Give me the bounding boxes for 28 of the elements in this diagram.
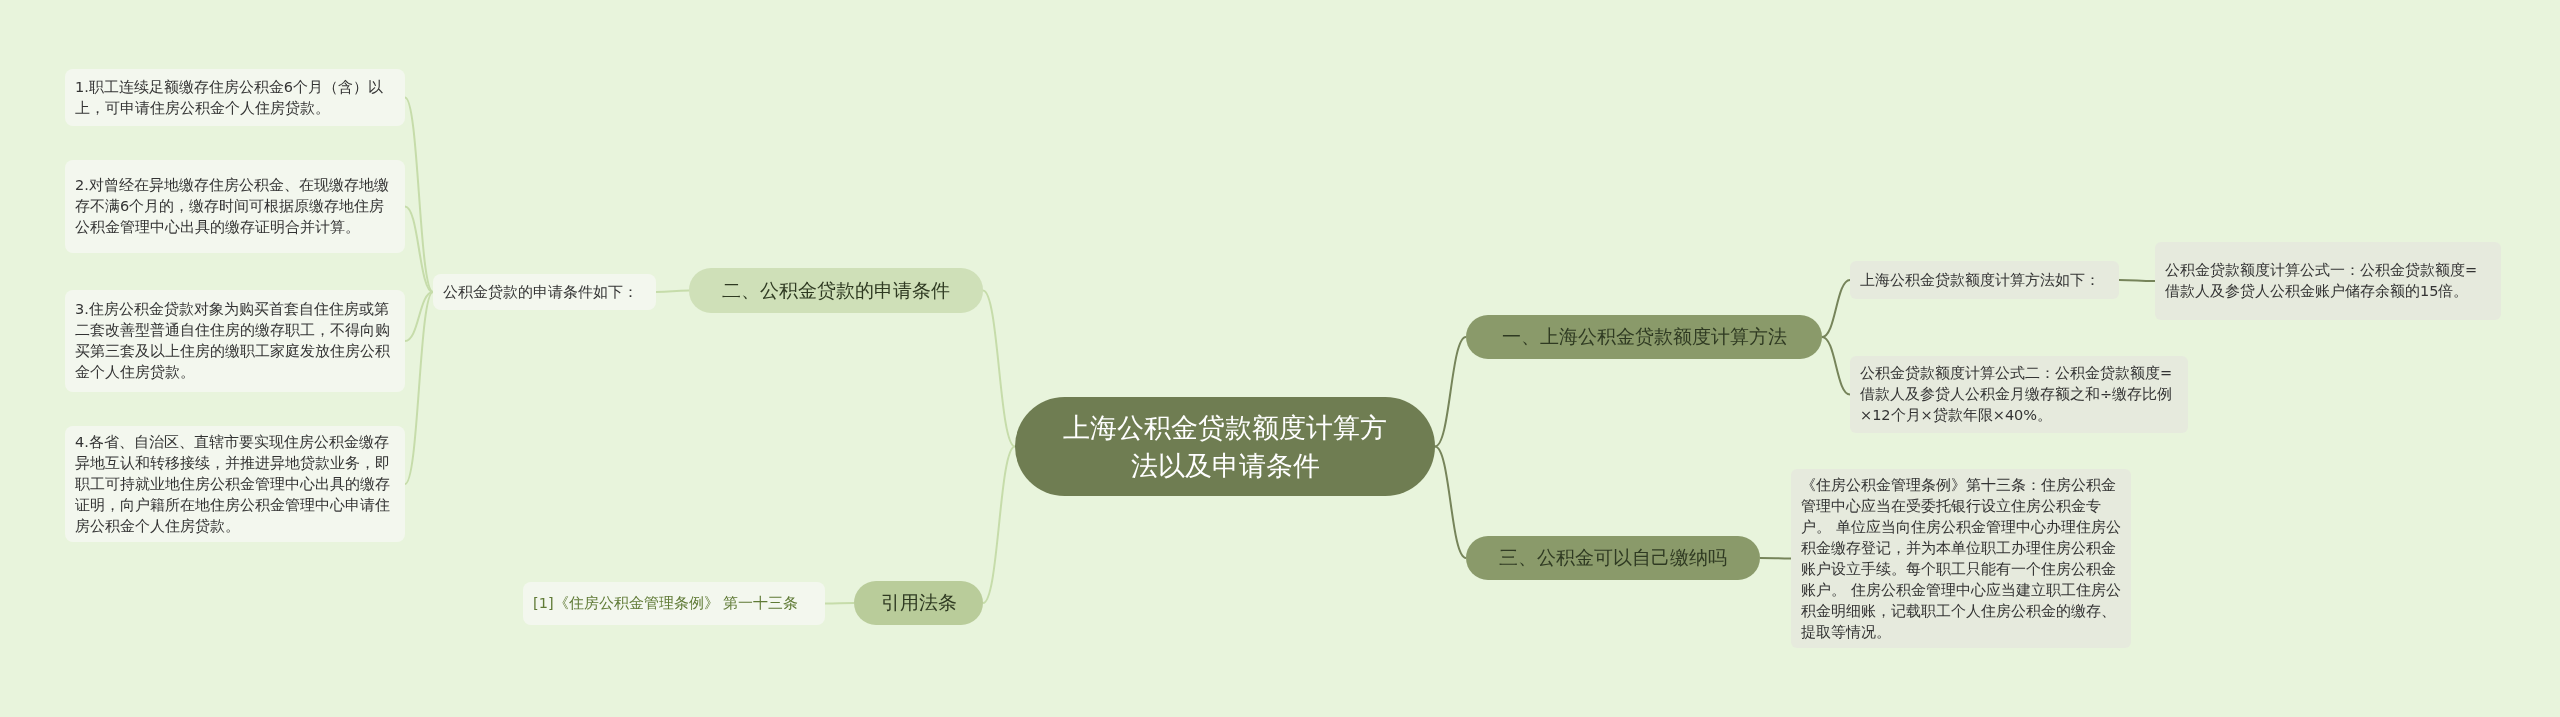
text-card: 4.各省、自治区、直辖市要实现住房公积金缴存异地互认和转移接续，并推进异地贷款业务，即职工可持就业地住房公积金管理中心出具的缴存证明，向户籍所在地住房公积金管理中心申请住房公积金个人住房贷款。 [65, 426, 405, 542]
text-card: 公积金贷款额度计算公式一：公积金贷款额度=借款人及参贷人公积金账户储存余额的15倍。 [2155, 242, 2501, 320]
connector-line [982, 445, 1016, 604]
connector-line [982, 289, 1016, 448]
connector-line [824, 602, 855, 605]
topic-box: 三、公积金可以自己缴纳吗 [1466, 536, 1760, 580]
topic-box: 一、上海公积金贷款额度计算方法 [1466, 315, 1822, 359]
connector-line [1434, 445, 1467, 559]
connector-line [655, 289, 690, 293]
text-card: 3.住房公积金贷款对象为购买首套自住住房或第二套改善型普通自住住房的缴存职工，不得向购买第三套及以上住房的缴职工家庭发放住房公积金个人住房贷款。 [65, 290, 405, 392]
topic-box: 引用法条 [854, 581, 983, 625]
connector-line [1821, 279, 1851, 338]
text-card: 1.职工连续足额缴存住房公积金6个月（含）以上，可申请住房公积金个人住房贷款。 [65, 69, 405, 126]
connector-line [404, 291, 434, 342]
connector-line [404, 291, 434, 485]
connector-line [1759, 557, 1792, 560]
connector-line [404, 205, 434, 293]
connector-line [1821, 336, 1851, 396]
topic-box: 二、公积金贷款的申请条件 [689, 268, 983, 313]
text-card: 《住房公积金管理条例》第十三条：住房公积金管理中心应当在受委托银行设立住房公积金专户。 单位应当向住房公积金管理中心办理住房公积金缴存登记，并为本单位职工办理住房公积金账户设立手续。每个职工只能有一个住房公积金账户。 住房公积金管理中心应当建立职工住房公积金明细账，记载职工个人住房公积金的缴存、提取等情况。 [1791, 469, 2131, 648]
subtopic-box: 公积金贷款的申请条件如下： [433, 274, 656, 310]
text-card: 公积金贷款额度计算公式二：公积金贷款额度=借款人及参贷人公积金月缴存额之和÷缴存比例×12个月×贷款年限×40%。 [1850, 356, 2188, 433]
text-card: 2.对曾经在异地缴存住房公积金、在现缴存地缴存不满6个月的，缴存时间可根据原缴存地住房公积金管理中心出具的缴存证明合并计算。 [65, 160, 405, 253]
reference-card: [1]《住房公积金管理条例》 第一十三条 [523, 582, 825, 625]
connector-line [2118, 279, 2156, 282]
subtopic-box: 上海公积金贷款额度计算方法如下： [1850, 261, 2119, 299]
connector-line [1434, 336, 1467, 448]
central-topic: 上海公积金贷款额度计算方法以及申请条件 [1015, 397, 1435, 496]
